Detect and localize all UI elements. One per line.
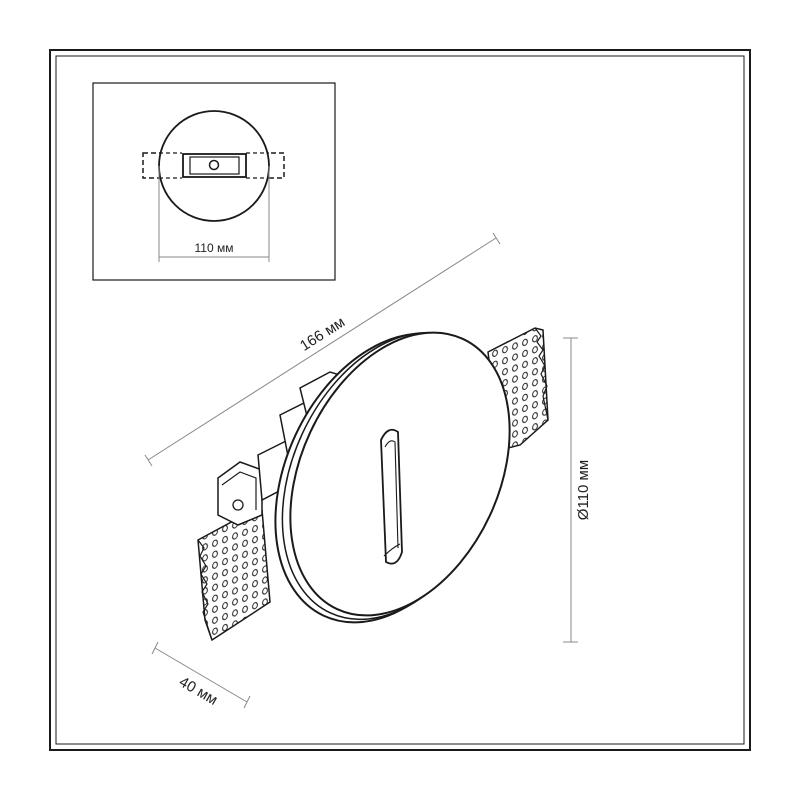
depth-dimension: 40 мм (151, 641, 251, 709)
length-dim-line (147, 237, 497, 461)
inset-width-label: 110 мм (195, 241, 234, 255)
light-slot (380, 428, 403, 565)
isometric-view (197, 327, 549, 642)
diameter-dimension: Ø110 мм (563, 337, 592, 643)
inset-top-view: 110 мм (92, 82, 336, 281)
outer-frame (49, 49, 751, 751)
inset-screw-hole (208, 159, 220, 171)
bracket-screw-hole (232, 499, 244, 511)
inner-frame (55, 55, 745, 745)
depth-dim-line (154, 647, 248, 703)
left-mounting-plate (197, 509, 271, 642)
depth-label: 40 мм (176, 673, 220, 708)
diameter-label: Ø110 мм (575, 460, 592, 520)
